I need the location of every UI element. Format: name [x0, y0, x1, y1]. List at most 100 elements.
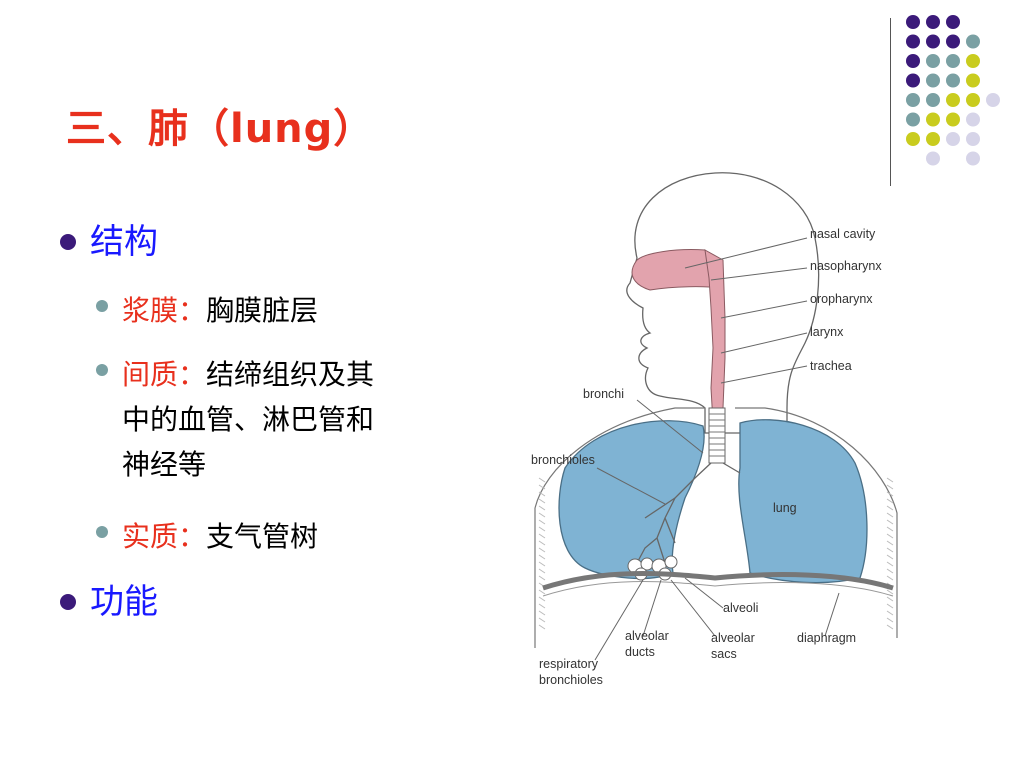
- serosa-label: 浆膜：: [122, 294, 207, 327]
- rib-mark: [538, 533, 546, 539]
- decorative-dot: [926, 34, 940, 49]
- rib-mark: [886, 540, 894, 546]
- rib-mark: [538, 498, 546, 504]
- decorative-dot: [906, 15, 920, 29]
- decorative-divider: [890, 18, 891, 186]
- rib-mark: [538, 547, 546, 553]
- decorative-dot: [926, 54, 940, 68]
- bullet-structure-text: 结构: [90, 222, 158, 262]
- slide-title: 三、肺（lung）: [66, 106, 375, 152]
- lung-left: [558, 420, 705, 580]
- rib-mark: [886, 477, 894, 483]
- bullet-dot: [60, 594, 76, 610]
- label-bronchioles: bronchioles: [531, 453, 595, 467]
- serosa-text: 胸膜脏层: [206, 294, 319, 327]
- decorative-dot: [966, 54, 980, 68]
- bullet-function-text: 功能: [90, 582, 158, 622]
- rib-mark: [886, 554, 894, 560]
- parenchyma-label: 实质：: [122, 520, 207, 553]
- leader-lines: [594, 237, 840, 661]
- label-alveoli: alveoli: [723, 601, 758, 615]
- decorative-dot: [926, 132, 940, 146]
- sub-bullet-serosa: 浆膜：胸膜脏层: [96, 288, 318, 333]
- label-alveolar-ducts-2: ducts: [625, 645, 655, 659]
- sub-bullet-parenchyma: 实质：支气管树: [96, 514, 318, 559]
- rib-cage: [538, 477, 894, 630]
- decorative-dot: [946, 112, 960, 127]
- decorative-dot: [926, 73, 940, 88]
- rib-mark: [538, 624, 546, 630]
- decorative-dot: [946, 132, 960, 146]
- sub-bullet-dot: [96, 526, 108, 538]
- decorative-dot: [906, 112, 920, 127]
- decorative-dot: [926, 15, 940, 29]
- decorative-dot: [986, 93, 1000, 107]
- rib-mark: [886, 575, 894, 581]
- rib-mark: [886, 498, 894, 504]
- rib-mark: [538, 575, 546, 581]
- rib-mark: [538, 477, 546, 483]
- interstitium-line3: 神经等: [122, 448, 207, 481]
- rib-mark: [886, 610, 894, 616]
- decorative-dot: [906, 73, 920, 88]
- rib-mark: [538, 491, 546, 497]
- rib-mark: [886, 596, 894, 602]
- rib-mark: [886, 603, 894, 609]
- decorative-dot: [946, 54, 960, 68]
- decorative-dot: [906, 132, 920, 146]
- rib-mark: [886, 512, 894, 518]
- rib-mark: [538, 561, 546, 567]
- rib-mark: [886, 519, 894, 525]
- rib-mark: [538, 589, 546, 595]
- label-lung: lung: [773, 501, 797, 515]
- sub-bullet-dot: [96, 364, 108, 376]
- label-larynx: larynx: [810, 325, 844, 339]
- rib-mark: [886, 533, 894, 539]
- bullet-structure: 结构: [60, 222, 158, 262]
- rib-mark: [886, 491, 894, 497]
- parenchyma-text: 支气管树: [206, 520, 319, 553]
- diaphragm: [542, 571, 894, 591]
- rib-mark: [886, 568, 894, 574]
- decorative-dot: [926, 112, 940, 127]
- rib-mark: [538, 540, 546, 546]
- decorative-dot: [966, 112, 980, 127]
- trachea: [708, 407, 726, 464]
- label-alveolar-ducts-1: alveolar: [625, 629, 669, 643]
- label-respiratory-bronchioles-2: bronchioles: [539, 673, 603, 687]
- bullet-function: 功能: [60, 582, 158, 622]
- decorative-dot: [926, 93, 940, 107]
- decorative-dot: [946, 34, 960, 49]
- rib-mark: [538, 526, 546, 532]
- decorative-dot: [926, 151, 940, 166]
- label-diaphragm: diaphragm: [797, 631, 856, 645]
- rib-mark: [886, 547, 894, 553]
- rib-mark: [886, 505, 894, 511]
- rib-mark: [538, 484, 546, 490]
- label-nasopharynx: nasopharynx: [810, 259, 882, 273]
- decorative-dot: [966, 73, 980, 88]
- nasal-cavity: [631, 249, 722, 291]
- rib-mark: [886, 624, 894, 630]
- rib-mark: [538, 603, 546, 609]
- decorative-dot: [946, 73, 960, 88]
- label-respiratory-bronchioles-1: respiratory: [539, 657, 599, 671]
- lung-right: [738, 419, 868, 584]
- decorative-dot: [946, 15, 960, 29]
- sub-bullet-interstitium: 间质：结缔组织及其 中的血管、淋巴管和 神经等: [96, 352, 522, 487]
- rib-mark: [886, 484, 894, 490]
- decorative-dot: [906, 34, 920, 49]
- bronchial-tree: [636, 462, 741, 564]
- rib-mark: [538, 519, 546, 525]
- label-trachea: trachea: [810, 359, 852, 373]
- label-alveolar-sacs-2: sacs: [711, 647, 737, 661]
- decorative-dot-grid: [906, 15, 1000, 166]
- rib-mark: [538, 512, 546, 518]
- rib-mark: [538, 610, 546, 616]
- sub-bullet-dot: [96, 300, 108, 312]
- rib-mark: [538, 505, 546, 511]
- label-alveolar-sacs-1: alveolar: [711, 631, 755, 645]
- decorative-dot: [946, 93, 960, 107]
- decorative-dot: [966, 151, 980, 166]
- rib-mark: [538, 596, 546, 602]
